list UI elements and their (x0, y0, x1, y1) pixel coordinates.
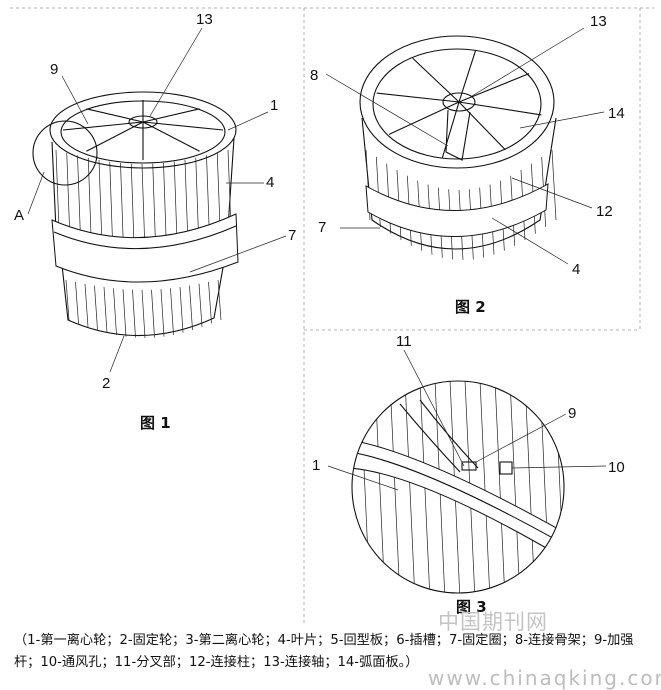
fig1-label-2: 2 (102, 375, 110, 392)
fig2-label-12: 12 (596, 203, 613, 220)
fig1-label-1: 1 (270, 97, 278, 114)
fig3-label-9: 9 (568, 405, 576, 422)
figure-3: 11 9 10 1 图 3 (312, 333, 625, 616)
figure-3-caption: 图 3 (456, 598, 487, 616)
detail-circle-a (32, 120, 98, 186)
fig3-label-1: 1 (312, 457, 320, 474)
fig2-label-14: 14 (608, 105, 625, 122)
watermark-text: 中国期刊网 (438, 610, 548, 634)
fig3-label-10: 10 (608, 459, 625, 476)
figure-1-caption: 图 1 (140, 414, 171, 432)
fig1-label-a: A (14, 207, 24, 224)
fig2-label-7: 7 (318, 219, 326, 236)
fig1-label-9: 9 (50, 61, 58, 78)
detail-view-circle (351, 380, 565, 594)
watermark-url: www.chinaqking.com (428, 666, 661, 690)
fixing-ring-7 (365, 183, 549, 237)
fig3-label-11: 11 (396, 333, 412, 350)
fig1-label-7: 7 (288, 227, 296, 244)
fig1-label-4: 4 (266, 174, 274, 191)
fig2-label-13: 13 (590, 13, 607, 30)
figure-2: 8 13 14 7 12 4 图 2 (310, 13, 625, 316)
panel-dividers (10, 7, 654, 625)
figure-2-caption: 图 2 (455, 298, 486, 316)
parts-legend: （1-第一离心轮；2-固定轮；3-第二离心轮；4-叶片；5-回型板；6-插槽；7… (14, 633, 634, 670)
figure-1: 13 9 1 4 A 7 2 图 1 (14, 11, 296, 432)
fig2-label-8: 8 (310, 67, 318, 84)
fig2-label-4: 4 (572, 261, 580, 278)
fig1-label-13: 13 (196, 11, 213, 28)
